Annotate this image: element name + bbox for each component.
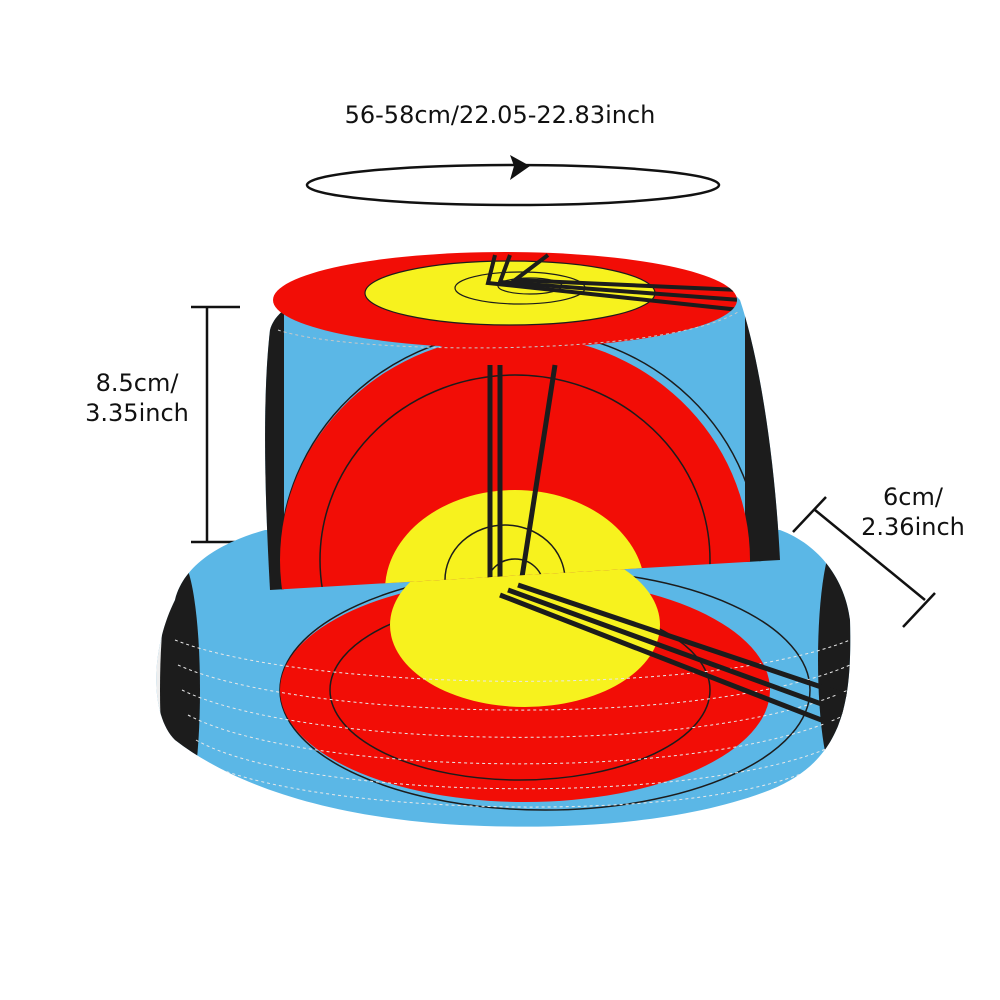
brim-width-label: 6cm/ 2.36inch <box>848 482 978 542</box>
crown-height-label: 8.5cm/ 3.35inch <box>72 368 202 428</box>
crown-height-line2: 3.35inch <box>85 399 189 427</box>
circumference-indicator <box>305 155 721 207</box>
brim-width-line2: 2.36inch <box>861 513 965 541</box>
brim-width-line1: 6cm/ <box>883 483 943 511</box>
circumference-label: 56-58cm/22.05-22.83inch <box>344 101 656 129</box>
hat-crown <box>265 261 780 590</box>
crown-height-indicator <box>191 305 240 544</box>
hat-top <box>273 252 739 349</box>
crown-height-line1: 8.5cm/ <box>95 369 179 397</box>
arrow-right-icon <box>510 155 530 180</box>
brim-width-indicator <box>792 496 936 628</box>
